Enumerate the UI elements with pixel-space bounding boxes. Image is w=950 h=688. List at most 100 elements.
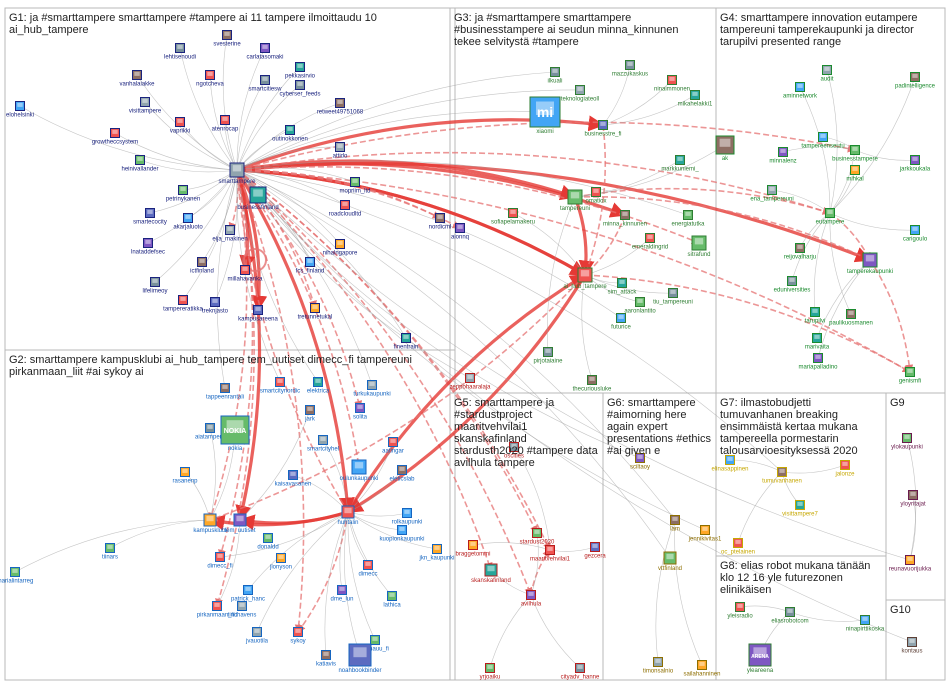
node-yleisradio[interactable]: yleisradio — [727, 602, 753, 620]
node-kuopionkaupunki[interactable]: kuopionkaupunki — [379, 525, 425, 543]
node-jvauotila[interactable]: jvauotila — [245, 627, 269, 645]
node-reunavuorijukka[interactable]: reunavuorijukka — [889, 555, 932, 573]
node-heinivallander[interactable]: heinivallander — [121, 155, 159, 173]
node-jalonze[interactable]: jalonze — [834, 460, 855, 478]
node-nokia[interactable]: nokia — [220, 415, 250, 452]
node-akarjaluoto[interactable]: akarjaluoto — [173, 213, 203, 231]
node-sofiapelamakeru[interactable]: sofiapelamakeru — [491, 208, 535, 226]
node-treknjasto[interactable]: treknjasto — [202, 297, 229, 315]
node-huhtalin[interactable]: huhtalin — [337, 505, 359, 526]
node-futurice[interactable]: futurice — [611, 313, 631, 331]
node-mazzukaskus[interactable]: mazzukaskus — [612, 60, 648, 78]
node-businessfinland[interactable]: businessfinland — [237, 186, 279, 211]
node-cityadv-hanne[interactable]: cityadv_hanne — [561, 663, 600, 681]
node-tem-uutiset[interactable]: tem_uutiset — [224, 513, 256, 534]
node-paulikuosmanen[interactable]: paulikuosmanen — [829, 309, 873, 327]
node-ninapirttikoska[interactable]: ninapirttikoska — [846, 615, 885, 633]
node-pirkanmaan-liit[interactable]: pirkanmaan_liit — [197, 601, 238, 619]
node-outinokkonen[interactable]: outinokkonen — [272, 125, 308, 143]
node-jlonyson[interactable]: jlonyson — [269, 553, 292, 571]
node-braggetommi[interactable]: braggetommi — [455, 540, 491, 558]
node-reijovalharju[interactable]: reijovalharju — [784, 243, 816, 261]
node-jennikivitas1[interactable]: jennikivitas1 — [688, 525, 722, 543]
node-smartcitiesw[interactable]: smartcitiesw — [248, 75, 282, 93]
node-markkuniemi-[interactable]: markkuniemi_ — [661, 155, 699, 173]
node-oulunkaupunki[interactable]: oulunkaupunki — [340, 459, 379, 482]
node-smartcityhel[interactable]: smartcityhel — [307, 435, 339, 453]
node-jpenauu-fi[interactable]: jpenauu_fi — [360, 635, 389, 653]
node-nordicml[interactable]: nordicml — [429, 213, 452, 231]
node-ylokaupunki[interactable]: ylokaupunki — [891, 433, 923, 451]
node-sciltaoy[interactable]: sciltaoy — [630, 453, 650, 471]
node-pekkasirvio[interactable]: pekkasirvio — [285, 62, 316, 80]
node-tampereratikka[interactable]: tampereratikka — [163, 295, 204, 313]
node-atenrocap[interactable]: atenrocap — [212, 115, 239, 133]
node-tretunnetukal[interactable]: tretunnetukal — [298, 303, 333, 321]
node-skanskafinland[interactable]: skanskafinland — [471, 563, 511, 584]
node-marialintarreg[interactable]: marialintarreg — [0, 567, 33, 585]
node-yrjoaiku[interactable]: yrjoaiku — [480, 663, 501, 681]
node-noahbookbinder[interactable]: noahbookbinder — [338, 643, 382, 674]
node-dimecc[interactable]: dimecc — [358, 560, 378, 578]
node-patrick-hanc[interactable]: patrick_hanc — [231, 585, 265, 603]
node-avilhula[interactable]: avilhula — [521, 590, 542, 608]
node-tampereuni[interactable]: tampereuni — [560, 189, 590, 212]
node-lathica[interactable]: lathica — [383, 591, 401, 609]
node-kontaus[interactable]: kontaus — [901, 637, 923, 655]
node-ninaimmonen[interactable]: ninaimmonen — [654, 75, 690, 93]
node-ak[interactable]: ak — [715, 135, 735, 162]
node-tarupilvi[interactable]: tarupilvi — [805, 307, 826, 325]
node-nihalngapore[interactable]: nihalngapore — [323, 239, 358, 257]
node-dme-lun[interactable]: dme_lun — [330, 585, 354, 603]
node-ena-tampereuni[interactable]: ena_tampereuni — [750, 185, 794, 203]
node-maaritvehvilai1[interactable]: maaritvehvilai1 — [530, 545, 571, 563]
node-businesstre-fi[interactable]: businesstre_fi — [584, 120, 622, 138]
node-sitrafund[interactable]: sitrafund — [687, 235, 711, 258]
node-tappeenrantali[interactable]: tappeenrantali — [206, 383, 244, 401]
node-vaprikki[interactable]: vaprikki — [170, 117, 190, 135]
node-zeppohaaralaja[interactable]: zeppohaaralaja — [449, 373, 491, 391]
node-audit[interactable]: audit — [820, 65, 834, 83]
node-saila-hanninen[interactable]: sailahanninen — [683, 660, 721, 678]
node-pirjotaiaine[interactable]: pirjotaiaine — [533, 347, 563, 365]
node-emeraldingrid[interactable]: emeraldingrid — [632, 233, 668, 251]
node-energiatutka[interactable]: energiatutka — [671, 210, 705, 228]
node-finentrain[interactable]: finentrain — [394, 333, 419, 351]
node-thecuriousluke[interactable]: thecuriousluke — [573, 375, 612, 393]
node-kampusklubi[interactable]: kampusklubi — [193, 513, 227, 534]
node-carigoulo[interactable]: carigoulo — [903, 225, 928, 243]
node-vttfinland[interactable]: vttfinland — [658, 551, 682, 572]
node-donaldd[interactable]: donaldd — [257, 533, 279, 551]
node-turkukaupunki[interactable]: turkukaupunki — [353, 380, 391, 398]
node-solita[interactable]: solita — [353, 403, 368, 421]
node-ai-hub-tampere[interactable]: ai_hub_tampere — [563, 267, 607, 290]
node-oscities[interactable]: oscities — [504, 442, 524, 460]
node-retweet49751068[interactable]: retweet49751068 — [317, 98, 364, 116]
node-kaisavasanen[interactable]: kaisavasanen — [275, 470, 312, 488]
node-tiinars[interactable]: tiinars — [102, 543, 118, 561]
node-minnalenz[interactable]: minnalenz — [769, 147, 797, 165]
node-mihkal[interactable]: mihkal — [846, 165, 864, 183]
node-aionnq[interactable]: aionnq — [451, 223, 469, 241]
node-visittampere[interactable]: visittampere — [129, 97, 162, 115]
node-eliasrobotcom[interactable]: eliasrobotcom — [771, 607, 809, 625]
node-xiaomi[interactable]: xiaomi — [529, 96, 561, 135]
node-vanhalaiakke[interactable]: vanhalaiakke — [119, 70, 155, 88]
node-yloyritajat[interactable]: yloyritajat — [900, 490, 926, 508]
node-eija-makinen[interactable]: eija_makinen — [212, 225, 248, 243]
node-stardust2020[interactable]: stardust2020 — [520, 528, 555, 546]
node-elohelsinki[interactable]: elohelsinki — [6, 101, 34, 119]
node-mariapalladino[interactable]: mariapalladino — [798, 353, 838, 371]
node-lam[interactable]: lam — [670, 515, 680, 533]
node-sykoy[interactable]: sykoy — [290, 627, 306, 645]
node-genismfi[interactable]: genismfi — [899, 367, 921, 385]
node-kampusareena[interactable]: kampusareena — [238, 305, 279, 323]
node-ictfinland[interactable]: ictfinland — [190, 257, 214, 275]
node-businesstampere[interactable]: businesstampere — [832, 145, 879, 163]
node-tampereenseutu[interactable]: tampereenseutu — [801, 132, 845, 150]
node-tamperekaupunki[interactable]: tamperekaupunki — [847, 252, 893, 275]
node-lifelimeoy[interactable]: lifelimeoy — [142, 277, 168, 295]
node-petrinykanen[interactable]: petrinykanen — [166, 185, 200, 203]
node-eleticslab[interactable]: eleticslab — [389, 465, 415, 483]
node-smartecocity[interactable]: smartecocity — [133, 208, 167, 226]
